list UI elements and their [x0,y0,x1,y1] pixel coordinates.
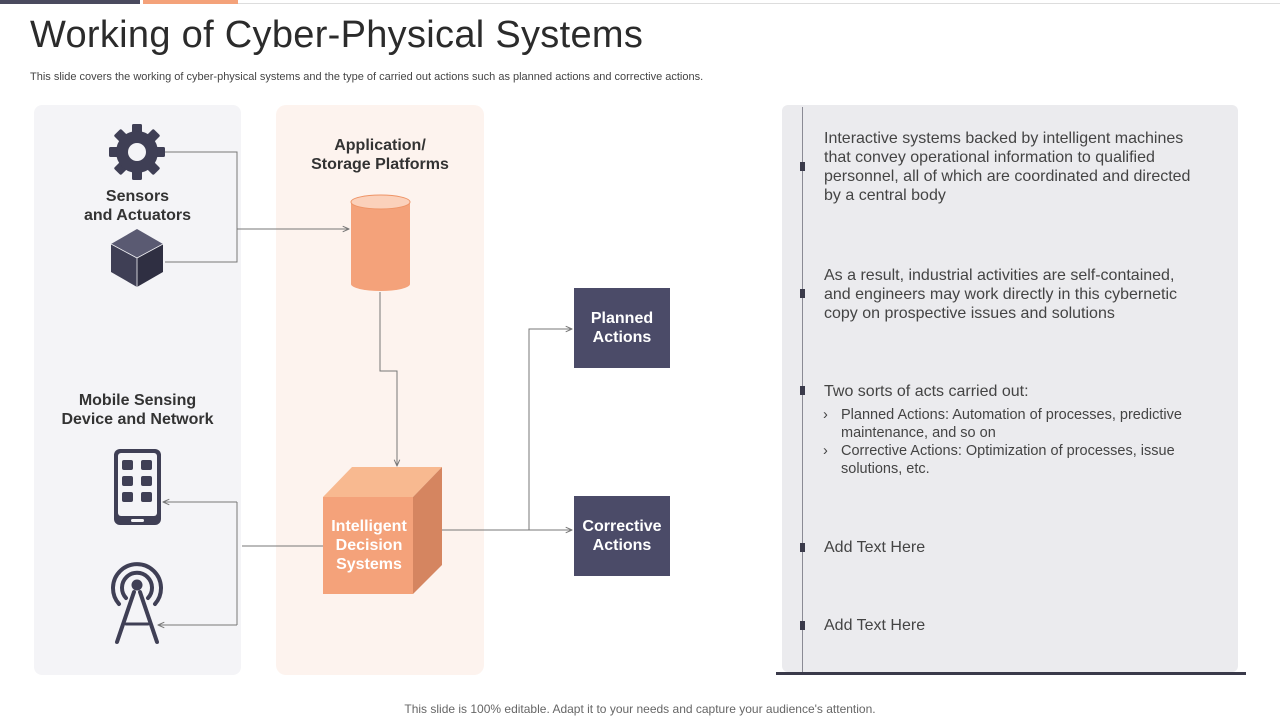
timeline-marker [800,386,805,395]
note-item-4: Add Text Here [824,539,926,556]
connector-gear [165,151,238,229]
antenna-tower-icon [111,562,163,644]
note-item-3: Two sorts of acts carried out: [824,383,1029,400]
page-subtitle: This slide covers the working of cyber-p… [30,71,704,83]
timeline-marker [800,543,805,552]
storage-cylinder-icon [350,194,411,291]
mobile-sensing-label: Mobile Sensing Device and Network [61,392,214,428]
note-item-3-bullets: Planned Actions: Automation of processes… [823,406,1203,478]
note-item-2: As a result, industrial activities are s… [824,267,1178,322]
cube-icon [110,229,164,287]
top-rule [238,3,1280,4]
corrective-actions-box: Corrective Actions [574,496,670,576]
connector-cube [165,229,238,263]
timeline-marker [800,621,805,630]
mobile-phone-icon [114,449,161,525]
connector-storage-to-ids [379,292,397,466]
note-item-1: Interactive systems backed by intelligen… [824,130,1191,204]
timeline-marker [800,162,805,171]
notes-panel [782,105,1238,672]
notes-panel-base [776,672,1246,675]
sensors-actuators-label: Sensors and Actuators [84,188,191,224]
decision-box-shape [323,467,442,594]
top-accent-bar-orange [143,0,238,4]
platform-label: Application/ Storage Platforms [311,137,449,173]
note-item-5: Add Text Here [824,617,926,634]
footer-note: This slide is 100% editable. Adapt it to… [404,702,876,716]
connector-to-planned [528,329,572,530]
top-accent-bar-dark [0,0,140,4]
planned-actions-box: Planned Actions [574,288,670,368]
bullet-planned-actions: Planned Actions: Automation of processes… [823,406,1203,442]
page-title: Working of Cyber-Physical Systems [30,14,644,56]
decision-systems-label: Intelligent Decision Systems [331,518,407,573]
gear-icon [109,124,165,180]
timeline-marker [800,289,805,298]
bullet-corrective-actions: Corrective Actions: Optimization of proc… [823,442,1203,478]
